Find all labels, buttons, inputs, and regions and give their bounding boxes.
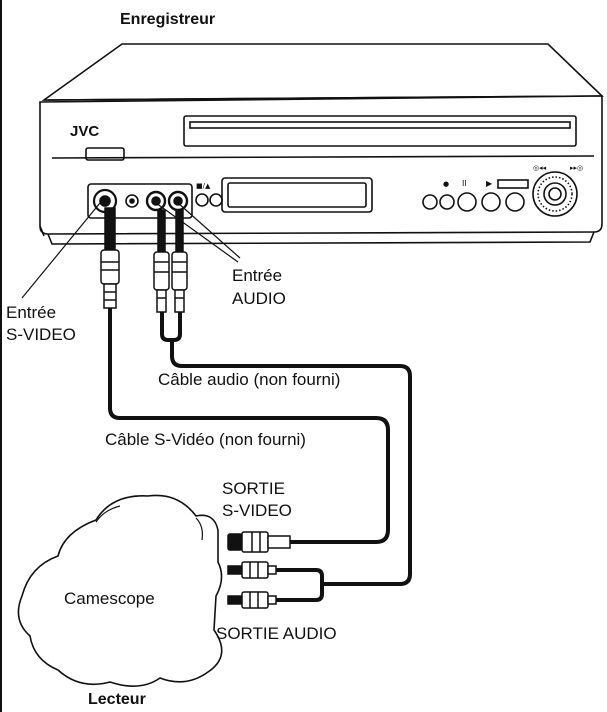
display-window <box>221 177 373 213</box>
audio-output-plug-1 <box>241 561 269 579</box>
power-button <box>85 147 125 161</box>
pause-button <box>457 192 477 212</box>
camcorder-label: Camescope <box>64 589 155 608</box>
svg-text:◎◂◂: ◎◂◂ <box>533 164 547 172</box>
video-input-jack <box>125 194 139 208</box>
svideo-output-plug-tip <box>227 533 243 551</box>
svideo-output-plug <box>241 531 269 553</box>
vcr-recorder: ■/▲ ● II ▶ ◎◂◂ ▸▸◎ <box>39 43 604 245</box>
svideo-input-label-line2: S-VIDEO <box>6 325 76 344</box>
callout-lines <box>21 202 241 299</box>
audio-left-plug <box>153 251 170 291</box>
input-plugs <box>100 207 188 313</box>
cables <box>108 306 412 602</box>
svideo-output-label-line1: SORTIE <box>222 479 285 498</box>
output-plugs <box>227 531 291 609</box>
audio-cable-label: Câble audio (non fourni) <box>158 370 341 389</box>
camcorder-outline <box>17 494 223 687</box>
svideo-plug-shaft <box>104 207 116 251</box>
audio-output-label: SORTIE AUDIO <box>216 624 337 643</box>
play-button <box>481 192 501 212</box>
audio-left-jack <box>145 190 167 212</box>
svideo-cable <box>108 306 390 544</box>
svg-text:▶: ▶ <box>486 179 493 188</box>
stop-eject-button <box>195 193 209 207</box>
recorder-title: Enregistreur <box>120 11 216 28</box>
svg-text:II: II <box>462 179 467 188</box>
svideo-output-label-line2: S-VIDEO <box>222 501 292 520</box>
vcr-top-panel <box>41 43 604 101</box>
brand-logo: JVC <box>70 123 100 140</box>
audio-cable-fork <box>160 310 182 342</box>
player-title: Lecteur <box>88 691 146 708</box>
audio-cable <box>170 338 412 586</box>
svideo-input-label-line1: Entrée <box>6 303 57 322</box>
audio-input-label-line1: Entrée <box>232 266 283 285</box>
audio-output-plug-2 <box>241 591 269 609</box>
audio-input-label-line2: AUDIO <box>232 289 286 308</box>
svideo-cable-label: Câble S-Vidéo (non fourni) <box>105 430 306 449</box>
jog-shuttle-dial <box>532 171 578 217</box>
svideo-input-plug <box>100 249 120 285</box>
svg-text:▸▸◎: ▸▸◎ <box>570 164 583 172</box>
audio-right-plug <box>171 251 188 291</box>
cassette-slot <box>183 115 577 147</box>
record-button <box>422 194 438 210</box>
svg-text:■/▲: ■/▲ <box>196 182 211 190</box>
front-jack-panel <box>87 183 193 219</box>
svg-text:●: ● <box>443 180 449 188</box>
